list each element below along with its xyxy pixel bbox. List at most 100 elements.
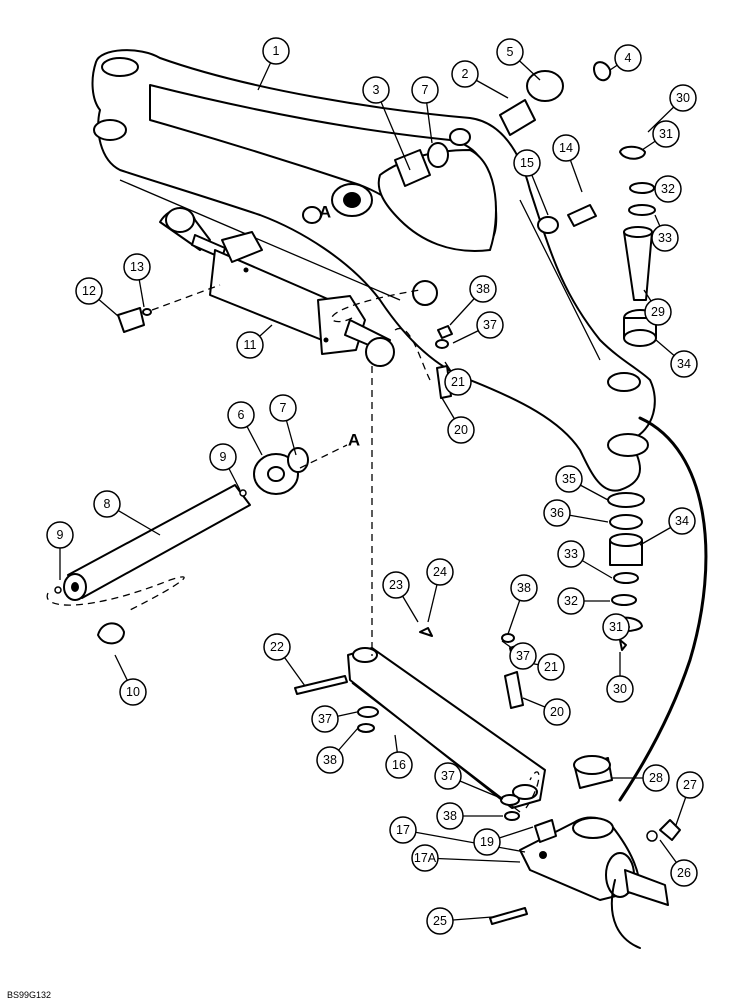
callout-label: 4 — [625, 51, 632, 65]
callout-bubble — [385, 751, 413, 779]
callout-label: 35 — [562, 472, 576, 486]
callout-bubble — [389, 816, 417, 844]
callout-label: 21 — [544, 660, 558, 674]
washers-6-7 — [253, 447, 309, 495]
callout-bubble — [316, 746, 344, 774]
callout-label: 16 — [392, 758, 406, 772]
callout-bubble — [227, 401, 255, 429]
callout-label: 6 — [238, 408, 245, 422]
callout-bubble — [654, 175, 682, 203]
callout-bubble — [451, 60, 479, 88]
callout-label: 13 — [130, 260, 144, 274]
callout-label: 30 — [676, 91, 690, 105]
callout-bubble — [123, 253, 151, 281]
callout-label: 14 — [559, 141, 573, 155]
callout-bubble — [444, 368, 472, 396]
callout-label: 29 — [651, 305, 665, 319]
callout-bubble — [311, 705, 339, 733]
callout-leader — [424, 857, 521, 863]
callout-label: 33 — [658, 231, 672, 245]
callout-bubble — [119, 678, 147, 706]
callout-label: 15 — [520, 156, 534, 170]
callout-label: 20 — [550, 705, 564, 719]
callout-bubble — [476, 311, 504, 339]
callout-bubble — [411, 76, 439, 104]
callout-bubble — [426, 907, 454, 935]
callout-bubble — [668, 507, 696, 535]
callout-bubble — [269, 394, 297, 422]
lower-bearing-stack — [607, 492, 645, 651]
callout-label: 33 — [564, 547, 578, 561]
callout-label: 26 — [677, 866, 691, 880]
callout-label: 32 — [564, 594, 578, 608]
callout-label: 21 — [451, 375, 465, 389]
callout-label: 20 — [454, 423, 468, 437]
callout-label: 28 — [649, 771, 663, 785]
callout-label: 37 — [516, 649, 530, 663]
callout-label: 37 — [318, 712, 332, 726]
callout-bubble — [670, 350, 698, 378]
callout-label: 37 — [441, 769, 455, 783]
callout-label: 32 — [661, 182, 675, 196]
callout-bubble — [509, 642, 537, 670]
callout-label: 12 — [82, 284, 96, 298]
callout-bubble — [537, 653, 565, 681]
callout-label: 5 — [507, 45, 514, 59]
callout-label: 2 — [462, 67, 469, 81]
callout-bubble — [555, 465, 583, 493]
callout-bubble — [236, 331, 264, 359]
upper-small-parts — [394, 61, 657, 347]
callout-bubble — [496, 38, 524, 66]
callout-bubble — [382, 571, 410, 599]
callout-bubble — [652, 120, 680, 148]
callout-label: 31 — [609, 620, 623, 634]
callout-leader — [375, 89, 411, 171]
callout-label: 36 — [550, 506, 564, 520]
callout-label: 23 — [389, 578, 403, 592]
callout-label: 7 — [280, 401, 287, 415]
hydraulic-cylinder — [159, 207, 395, 367]
callout-label: 17A — [414, 851, 437, 865]
callout-bubble — [411, 844, 439, 872]
callout-bubble — [93, 490, 121, 518]
callout-label: 38 — [443, 809, 457, 823]
callout-label: 37 — [483, 318, 497, 332]
callout-label: 10 — [126, 685, 140, 699]
callout-bubble — [434, 762, 462, 790]
callout-label: 38 — [517, 581, 531, 595]
callout-label: 1 — [273, 44, 280, 58]
callout-label: 30 — [613, 682, 627, 696]
callout-bubble — [469, 275, 497, 303]
callout-bubble — [557, 587, 585, 615]
callout-bubble — [606, 675, 634, 703]
callout-bubble — [46, 521, 74, 549]
callout-bubble — [651, 224, 679, 252]
callout-bubble — [669, 84, 697, 112]
callout-label: 27 — [683, 778, 697, 792]
section-ref-a-upper: A — [319, 203, 331, 222]
callout-label: 11 — [244, 338, 257, 352]
callout-bubble — [676, 771, 704, 799]
callout-bubble — [426, 558, 454, 586]
callout-bubble — [552, 134, 580, 162]
callout-bubble — [75, 277, 103, 305]
callout-bubble — [362, 76, 390, 104]
callout-bubble — [209, 443, 237, 471]
callout-label: 7 — [422, 83, 429, 97]
figure-code: BS99G132 — [7, 990, 52, 1000]
callout-bubble — [614, 44, 642, 72]
callout-label: 34 — [677, 357, 691, 371]
callout-bubble — [510, 574, 538, 602]
steering-knuckle — [489, 755, 681, 925]
callout-bubble — [436, 802, 464, 830]
section-ref-a-lower: A — [348, 431, 360, 450]
pivot-pin — [46, 484, 251, 645]
callout-label: 9 — [57, 528, 64, 542]
callout-label: 3 — [373, 83, 380, 97]
callout-label: 22 — [270, 640, 284, 654]
callout-label: 31 — [659, 127, 673, 141]
grease-fitting — [117, 307, 152, 333]
lower-small-parts — [294, 325, 524, 821]
